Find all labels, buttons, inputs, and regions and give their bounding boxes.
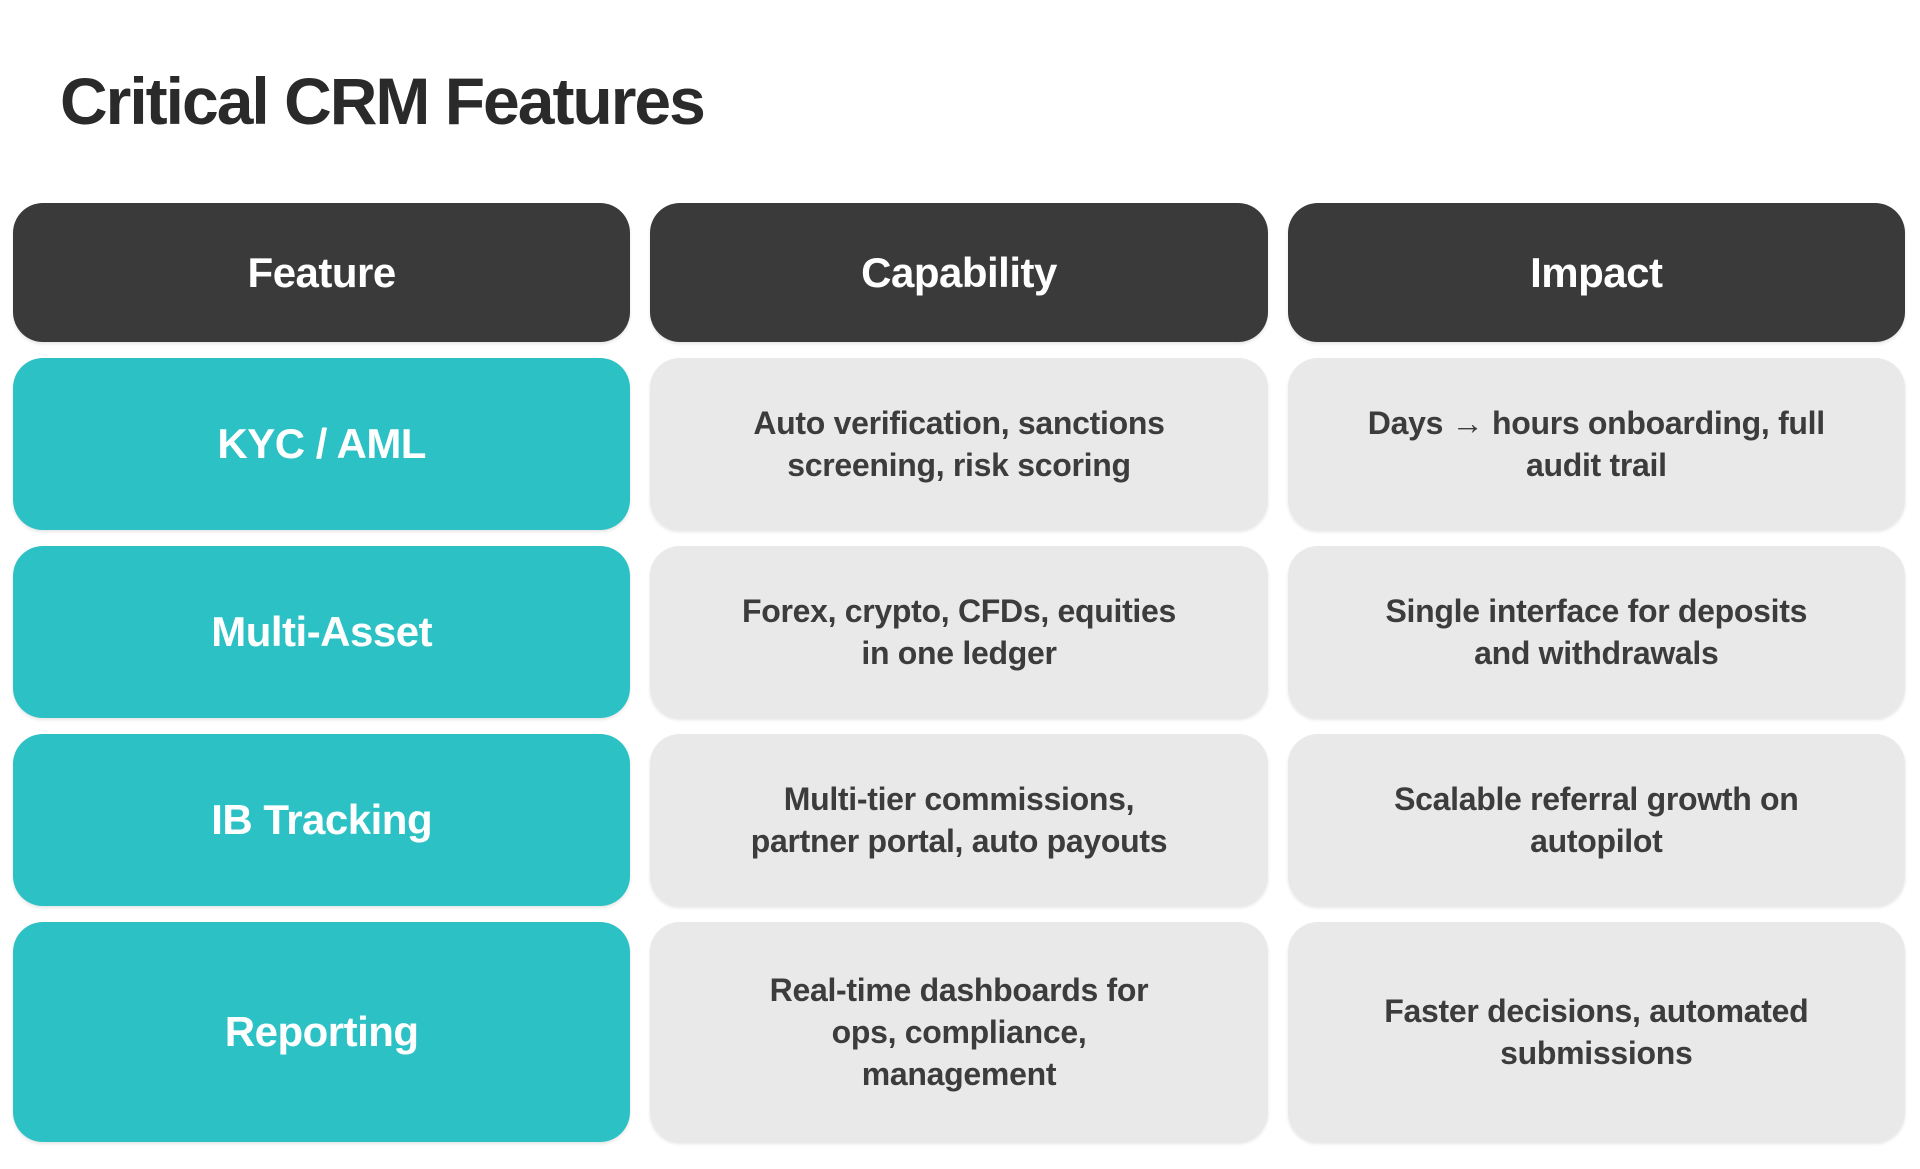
column-header-feature: Feature	[13, 203, 631, 342]
column-header-impact: Impact	[1287, 203, 1905, 342]
feature-cell-kyc-aml: KYC / AML	[13, 358, 631, 530]
column-header-capability: Capability	[650, 203, 1268, 342]
capability-cell-kyc-aml: Auto verification, sanctions screening, …	[650, 358, 1268, 530]
feature-cell-multi-asset: Multi-Asset	[13, 546, 631, 718]
page-title: Critical CRM Features	[60, 64, 706, 139]
impact-cell-reporting: Faster decisions, automated submissions	[1287, 922, 1905, 1142]
capability-cell-reporting: Real-time dashboards for ops, compliance…	[650, 922, 1268, 1142]
impact-cell-ib-tracking: Scalable referral growth on autopilot	[1287, 734, 1905, 906]
capability-cell-multi-asset: Forex, crypto, CFDs, equities in one led…	[650, 546, 1268, 718]
feature-cell-ib-tracking: IB Tracking	[13, 734, 631, 906]
capability-cell-ib-tracking: Multi-tier commissions, partner portal, …	[650, 734, 1268, 906]
impact-cell-kyc-aml: Days → hours onboarding, full audit trai…	[1287, 358, 1905, 530]
features-table: Feature Capability Impact KYC / AML Auto…	[13, 203, 1905, 1142]
feature-cell-reporting: Reporting	[13, 922, 631, 1142]
impact-cell-multi-asset: Single interface for deposits and withdr…	[1287, 546, 1905, 718]
